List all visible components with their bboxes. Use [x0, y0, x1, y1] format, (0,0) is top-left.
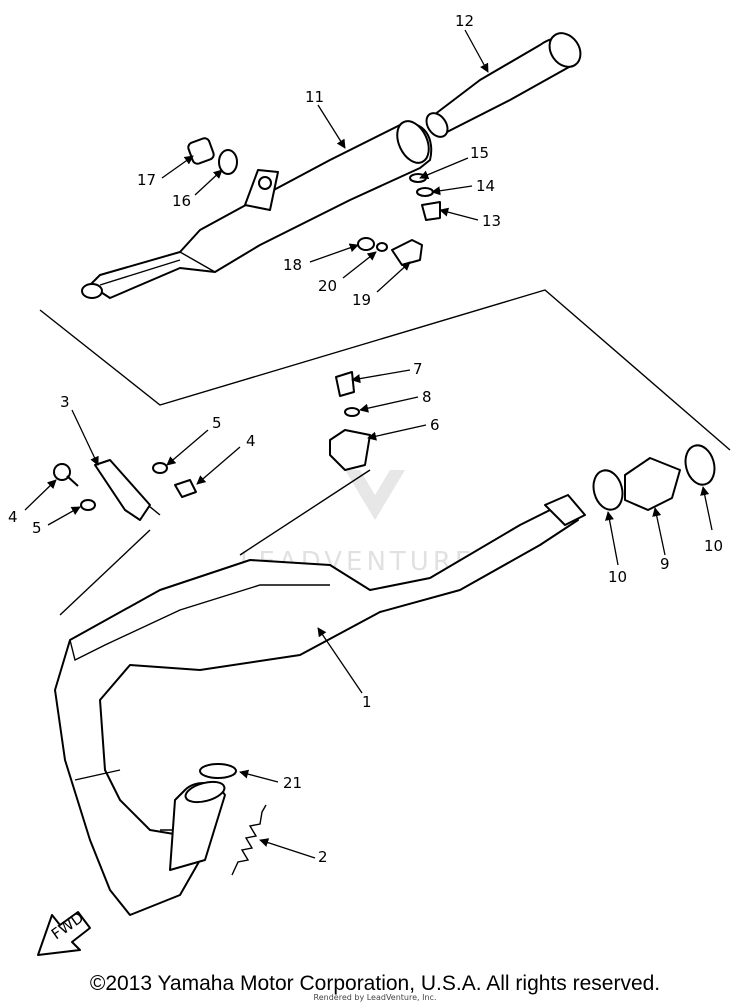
callout-5a: 5 [212, 414, 222, 432]
callout-9: 9 [660, 555, 670, 573]
part-15-washer [409, 173, 427, 183]
callout-13: 13 [482, 212, 501, 230]
part-9-sleeve [624, 457, 681, 511]
part-21-gasket [199, 763, 237, 779]
part-6-bracket [329, 429, 371, 471]
part-4b-bolt [174, 479, 197, 498]
silencer-part [81, 120, 433, 299]
callout-5b: 5 [32, 519, 42, 537]
part-19-bolt [391, 239, 423, 266]
forward-direction-arrow: FWD [37, 908, 91, 956]
callout-8: 8 [422, 388, 432, 406]
bracket-hardware [53, 371, 371, 521]
callout-2: 2 [318, 848, 328, 866]
header-pipe-part [169, 780, 226, 871]
callout-7: 7 [413, 360, 423, 378]
tail-pipe-part [425, 32, 582, 138]
part-10b-clamp [684, 444, 716, 486]
callout-10b: 10 [704, 537, 723, 555]
part-5b-washer [80, 499, 96, 511]
callout-16: 16 [172, 192, 191, 210]
callout-18: 18 [283, 256, 302, 274]
part-10a-clamp [592, 469, 624, 511]
callout-4b: 4 [246, 432, 256, 450]
callout-21: 21 [283, 774, 302, 792]
callout-10a: 10 [608, 568, 627, 586]
part-13-bolt [421, 201, 441, 221]
callout-4a: 4 [8, 508, 18, 526]
callout-17: 17 [137, 171, 156, 189]
upper-hardware [187, 137, 441, 266]
expansion-chamber-part [54, 494, 586, 916]
part-8-washer [344, 407, 360, 417]
part-16-grommet [218, 149, 238, 175]
part-7-bolt [335, 371, 355, 397]
callout-12: 12 [455, 12, 474, 30]
part-18-washer [357, 237, 375, 251]
callout-20: 20 [318, 277, 337, 295]
part-5a-washer [152, 462, 168, 474]
callout-3: 3 [60, 393, 70, 411]
part-4a-bolt-head [53, 463, 71, 481]
callout-6: 6 [430, 416, 440, 434]
callout-14: 14 [476, 177, 495, 195]
callout-19: 19 [352, 291, 371, 309]
part-3-bracket [94, 459, 151, 521]
callout-11: 11 [305, 88, 324, 106]
part-20-washer [376, 242, 388, 252]
copyright-notice: ©2013 Yamaha Motor Corporation, U.S.A. A… [89, 972, 661, 995]
part-14-washer [416, 187, 434, 197]
callout-1: 1 [362, 693, 372, 711]
joint-parts [592, 444, 716, 511]
rendered-by-credit: Rendered by LeadVenture, Inc. [313, 993, 437, 1002]
part-17-collar [187, 137, 215, 165]
callout-labels: 12 11 15 14 13 17 16 18 20 19 7 8 6 3 5 … [8, 12, 723, 866]
callout-15: 15 [470, 144, 489, 162]
leader-lines [24, 29, 713, 859]
part-2-spring [231, 804, 267, 876]
